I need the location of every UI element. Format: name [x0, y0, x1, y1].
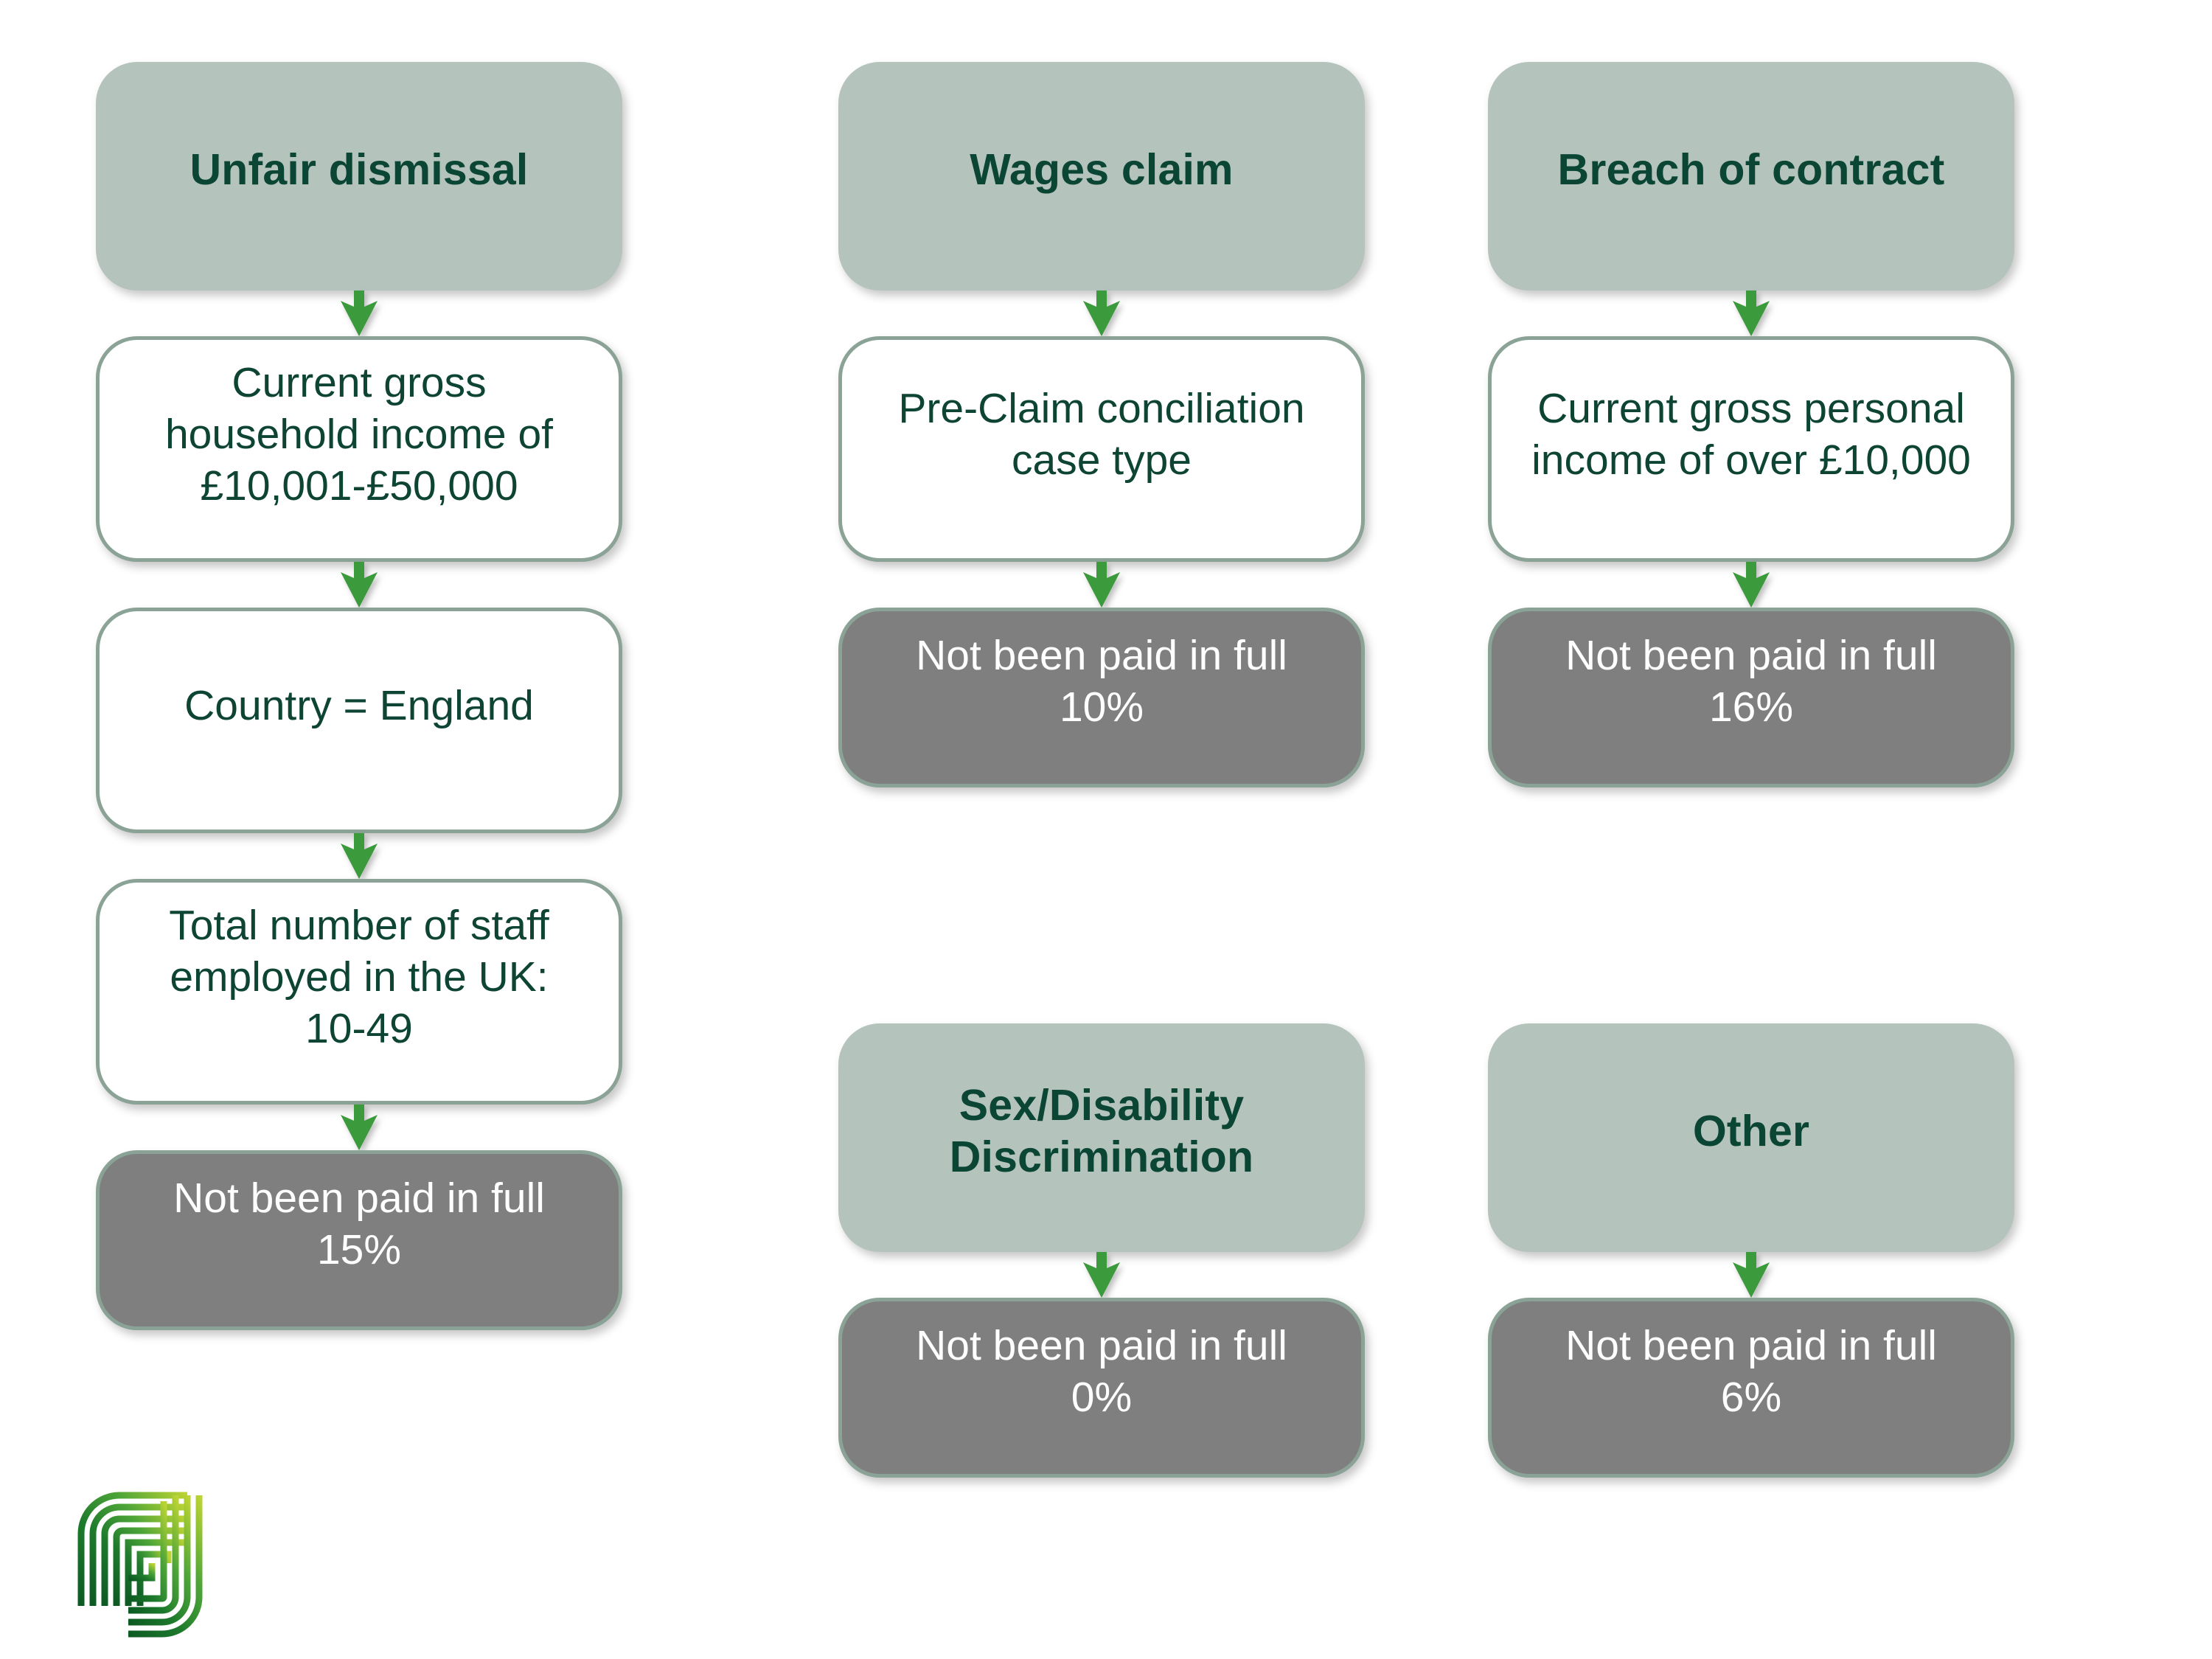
node-label: Unfair dismissal — [189, 145, 529, 195]
node-label: Current gross household income of £10,00… — [164, 358, 554, 510]
arrow-down-icon — [341, 1105, 378, 1150]
node-condition-household-income[interactable]: Current gross household income of £10,00… — [96, 336, 622, 562]
node-label: Breach of contract — [1557, 145, 1945, 195]
flow-column-other: Other Not been paid in full 6% — [1488, 1023, 2014, 1478]
node-label: Total number of staff employed in the UK… — [169, 901, 549, 1053]
arrow-down-icon — [341, 291, 378, 336]
arrow-down-icon — [341, 562, 378, 608]
arrow-down-icon — [1733, 562, 1770, 608]
node-header-unfair-dismissal[interactable]: Unfair dismissal — [96, 62, 622, 291]
connector-unfair-dismissal-3 — [96, 833, 622, 879]
node-label: Country = England — [184, 681, 534, 729]
connector-sex-disability-1 — [838, 1252, 1365, 1298]
node-label: Current gross personal income of over £1… — [1531, 384, 1971, 484]
node-result-wages-claim[interactable]: Not been paid in full 10% — [838, 608, 1365, 787]
connector-other-1 — [1488, 1252, 2014, 1298]
node-result-other[interactable]: Not been paid in full 6% — [1488, 1298, 2014, 1478]
node-label: Sex/Disability Discrimination — [949, 1081, 1254, 1181]
status-badge: Not been paid in full 0% — [916, 1321, 1287, 1421]
connector-breach-of-contract-2 — [1488, 562, 2014, 608]
flow-column-wages-claim: Wages claim Pre-Claim conciliation case … — [838, 62, 1365, 787]
connector-breach-of-contract-1 — [1488, 291, 2014, 336]
node-label: Pre-Claim conciliation case type — [898, 384, 1305, 484]
node-condition-staff-count[interactable]: Total number of staff employed in the UK… — [96, 879, 622, 1105]
connector-unfair-dismissal-1 — [96, 291, 622, 336]
node-result-sex-disability-discrimination[interactable]: Not been paid in full 0% — [838, 1298, 1365, 1478]
node-condition-personal-income[interactable]: Current gross personal income of over £1… — [1488, 336, 2014, 562]
node-header-wages-claim[interactable]: Wages claim — [838, 62, 1365, 291]
status-badge: Not been paid in full 10% — [916, 631, 1287, 731]
connector-unfair-dismissal-2 — [96, 562, 622, 608]
flow-column-sex-disability-discrimination: Sex/Disability Discrimination Not been p… — [838, 1023, 1365, 1478]
node-label: Wages claim — [970, 145, 1234, 195]
iff-logo-icon — [77, 1492, 203, 1638]
node-label: Other — [1692, 1107, 1810, 1156]
arrow-down-icon — [1733, 291, 1770, 336]
connector-wages-claim-1 — [838, 291, 1365, 336]
flow-column-unfair-dismissal: Unfair dismissal Current gross household… — [96, 62, 622, 1330]
arrow-down-icon — [1083, 291, 1120, 336]
status-badge: Not been paid in full 16% — [1565, 631, 1937, 731]
connector-wages-claim-2 — [838, 562, 1365, 608]
node-header-other[interactable]: Other — [1488, 1023, 2014, 1252]
node-condition-preclaim-conciliation[interactable]: Pre-Claim conciliation case type — [838, 336, 1365, 562]
status-badge: Not been paid in full 15% — [173, 1174, 545, 1273]
node-result-unfair-dismissal[interactable]: Not been paid in full 15% — [96, 1150, 622, 1330]
arrow-down-icon — [1733, 1252, 1770, 1298]
flow-column-breach-of-contract: Breach of contract Current gross persona… — [1488, 62, 2014, 787]
node-header-sex-disability-discrimination[interactable]: Sex/Disability Discrimination — [838, 1023, 1365, 1252]
arrow-down-icon — [1083, 562, 1120, 608]
arrow-down-icon — [341, 833, 378, 879]
node-result-breach-of-contract[interactable]: Not been paid in full 16% — [1488, 608, 2014, 787]
status-badge: Not been paid in full 6% — [1565, 1321, 1937, 1421]
arrow-down-icon — [1083, 1252, 1120, 1298]
connector-unfair-dismissal-4 — [96, 1105, 622, 1150]
node-condition-country[interactable]: Country = England — [96, 608, 622, 833]
node-header-breach-of-contract[interactable]: Breach of contract — [1488, 62, 2014, 291]
